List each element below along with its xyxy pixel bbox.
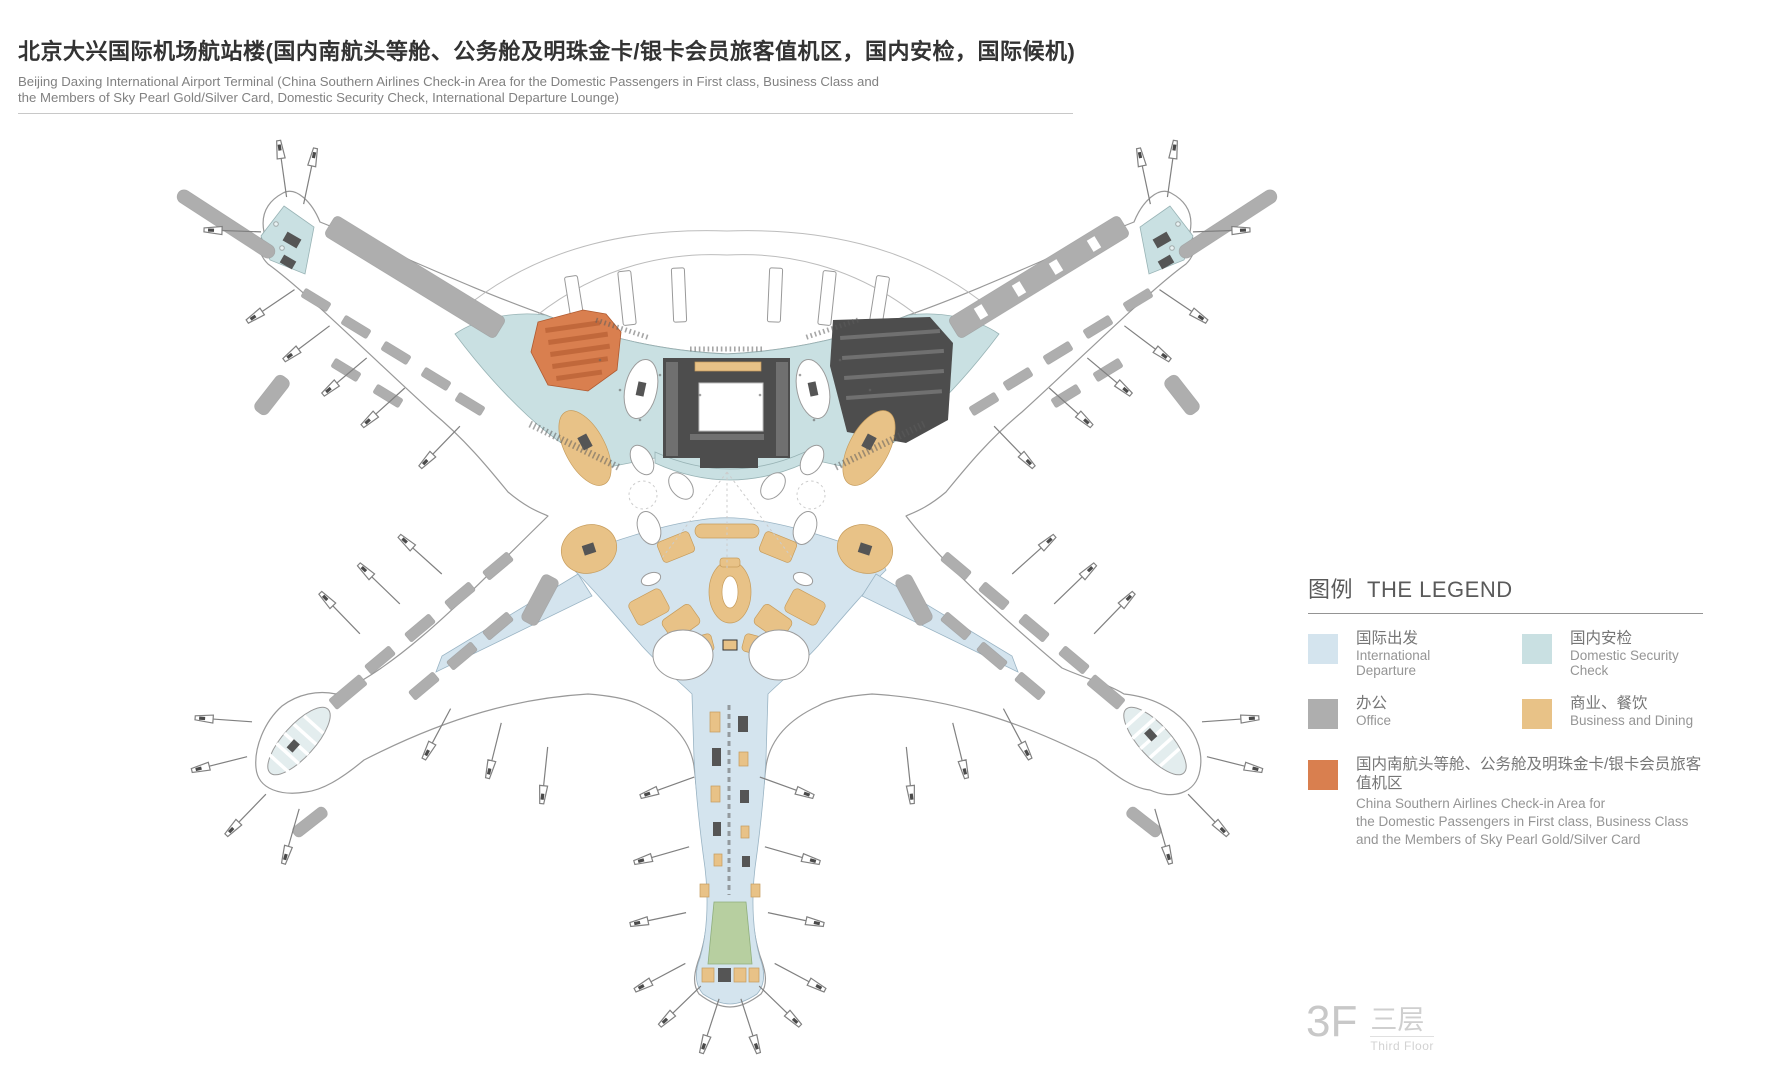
legend-title-en: THE LEGEND: [1367, 577, 1513, 602]
plan-detail-marks: [279, 231, 1175, 982]
office-areas: [176, 189, 1278, 838]
floor-name-cn: 三层: [1370, 1006, 1434, 1037]
legend-item-dining: 商业、餐饮 Business and Dining: [1522, 695, 1762, 729]
legend-swatch-international: [1308, 634, 1338, 664]
legend-item-office: 办公 Office: [1308, 695, 1508, 729]
canopy-cable-lines: [461, 230, 993, 317]
legend-panel: 图例 THE LEGEND 国际出发 International Departur…: [1308, 572, 1768, 847]
legend-swatch-china-southern: [1308, 760, 1338, 790]
faint-guide-shapes: [628, 471, 826, 570]
floor-code: 3F: [1306, 997, 1358, 1046]
legend-title-cn: 图例: [1308, 577, 1354, 602]
hall-dot-details: [273, 221, 1181, 422]
office-band-notches: [973, 236, 1102, 320]
structure-inner-details: [666, 329, 945, 456]
legend-item-security: 国内安检 Domestic Security Check: [1522, 630, 1762, 678]
page-title: 北京大兴国际机场航站楼(国内南航头等舱、公务舱及明珠金卡/银卡会员旅客值机区，国…: [18, 39, 1076, 64]
page-subtitle-line2: the Members of Sky Pearl Gold/Silver Car…: [18, 89, 620, 105]
floor-name-en: Third Floor: [1370, 1039, 1434, 1053]
legend-item-international: 国际出发 International Departure: [1308, 630, 1508, 678]
counter-tick-rows: [528, 317, 926, 895]
page-subtitle: Beijing Daxing International Airport Ter…: [18, 74, 879, 106]
china-southern-detail-hatch: [545, 320, 611, 381]
southwest-pier-head: [267, 706, 331, 776]
legend-divider: [1308, 613, 1703, 614]
courtyard-void: [698, 382, 764, 432]
retail-ring-void: [721, 575, 739, 609]
floor-level-indicator: 3F 三层 Third Floor: [1306, 1000, 1434, 1053]
southeast-pier-head: [1123, 706, 1187, 776]
garden-area: [707, 901, 753, 965]
legend-swatch-office: [1308, 699, 1338, 729]
legend-swatch-security: [1522, 634, 1552, 664]
legend-item-china-southern: 国内南航头等舱、公务舱及明珠金卡/银卡会员旅客 值机区 China Southe…: [1308, 756, 1768, 847]
legend-swatch-dining: [1522, 699, 1552, 729]
legend-title: 图例 THE LEGEND: [1308, 572, 1768, 604]
page-subtitle-line1: Beijing Daxing International Airport Ter…: [18, 74, 880, 89]
header-divider: [18, 113, 1073, 114]
